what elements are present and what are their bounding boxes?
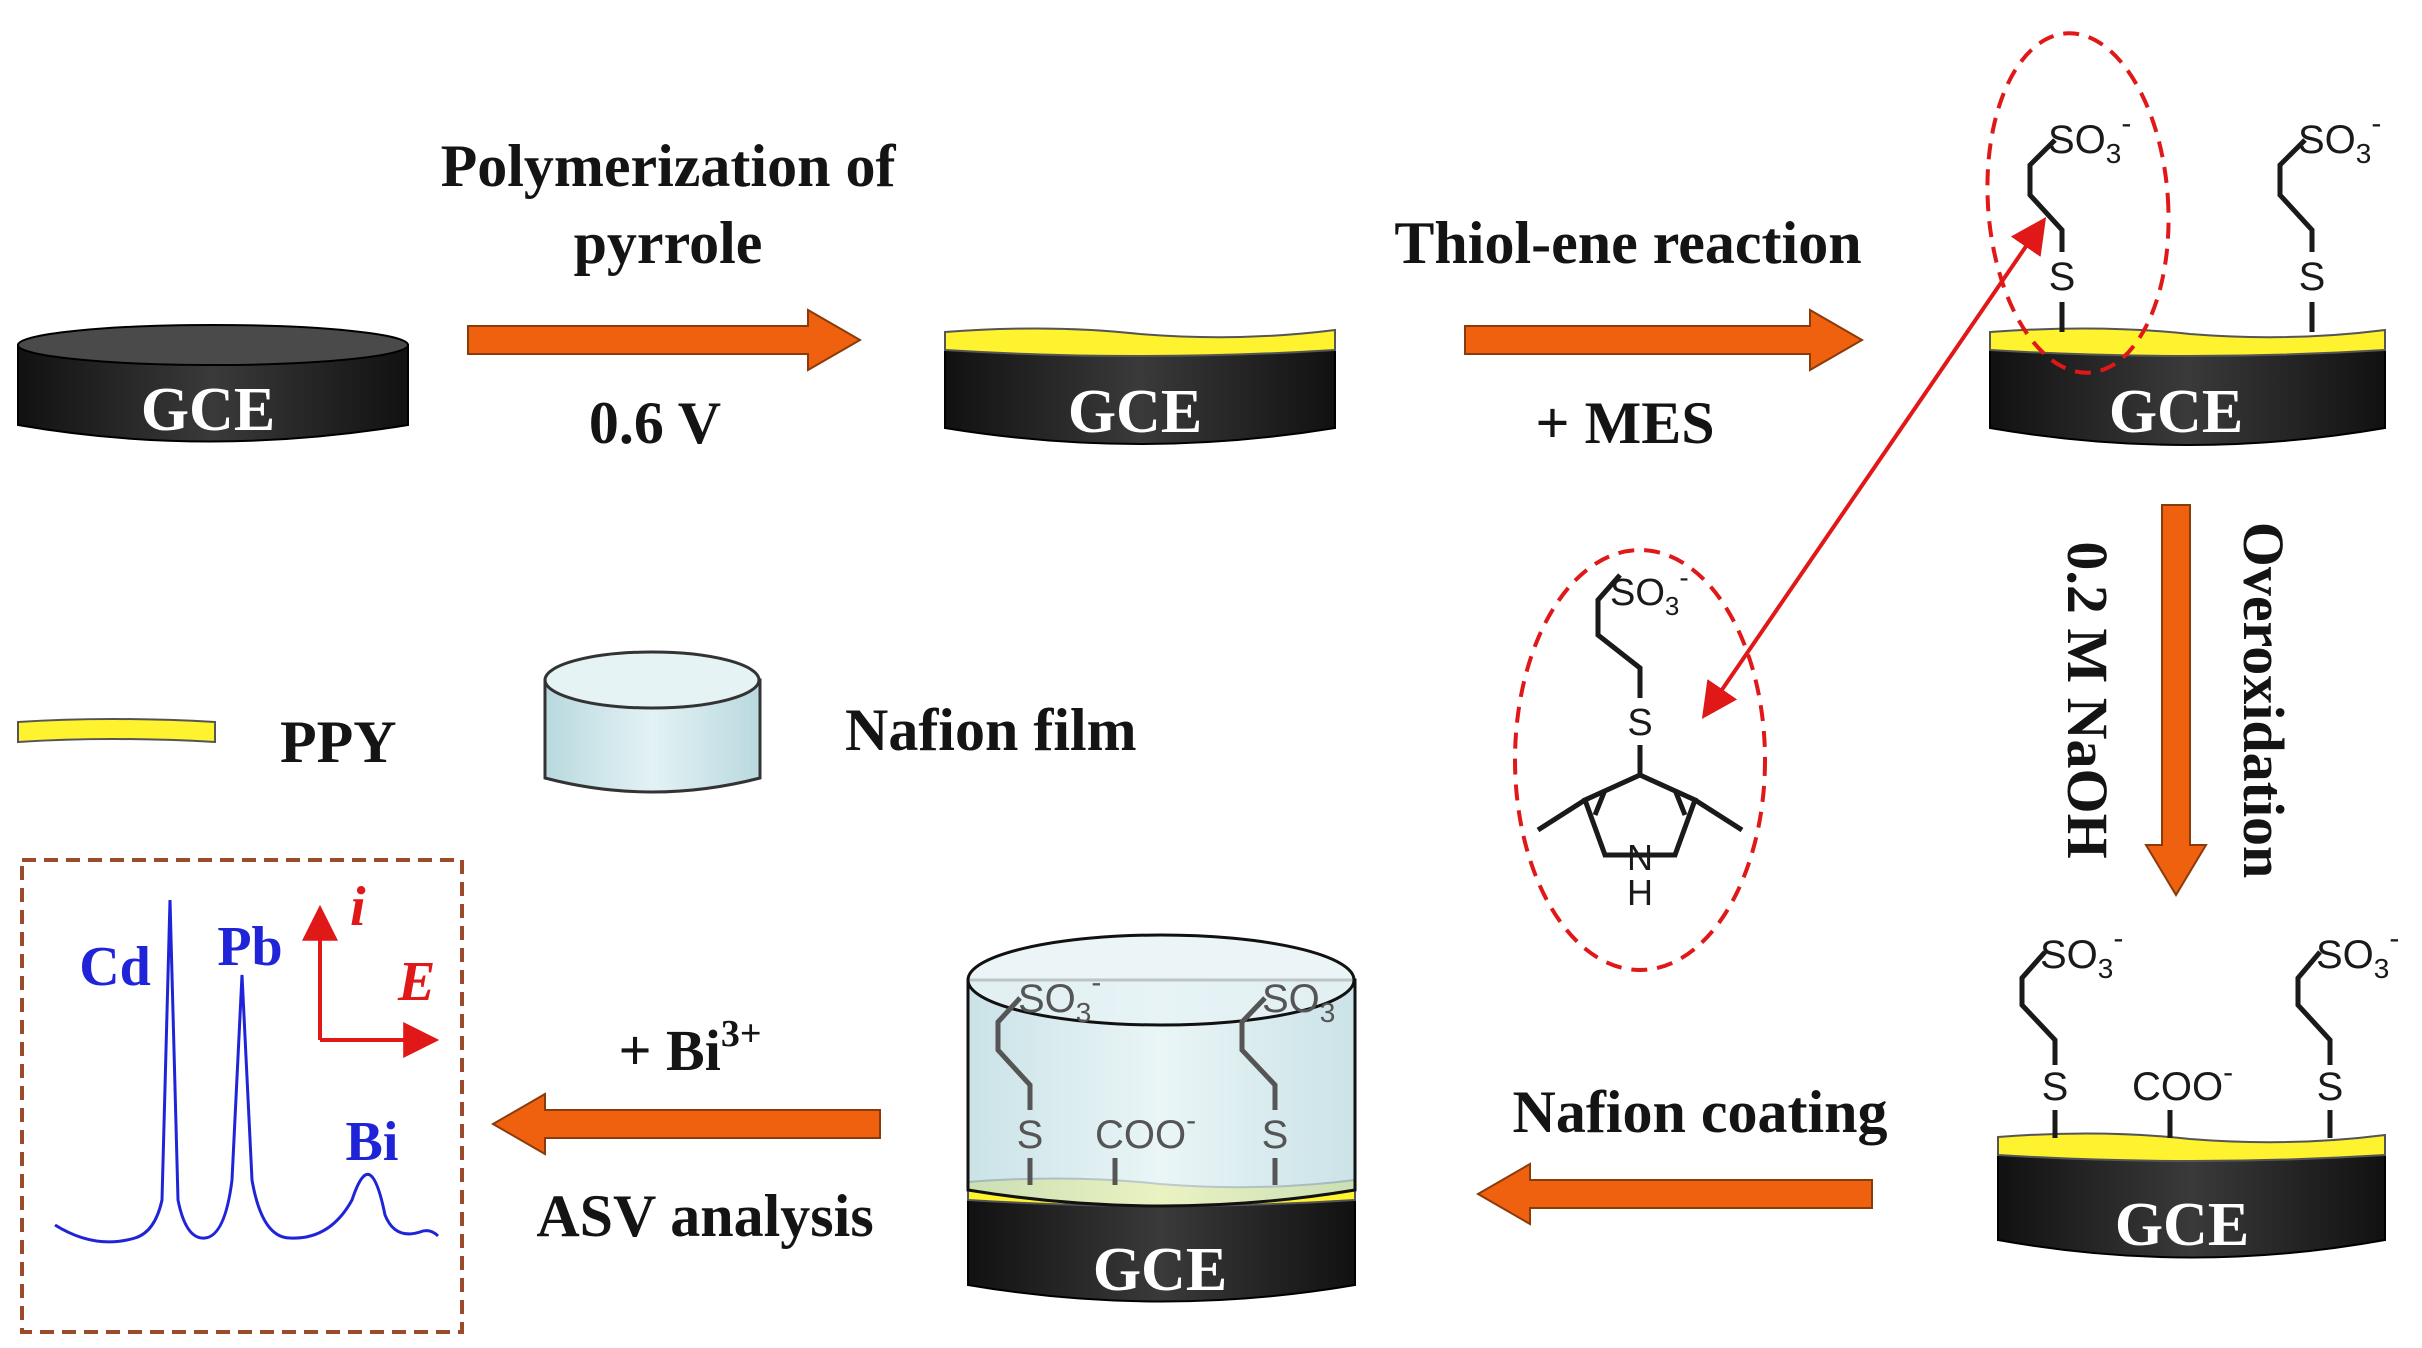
peak-label-bi: Bi xyxy=(346,1111,399,1173)
electrode-label: GCE xyxy=(1068,378,1202,446)
highlight-ellipse-top xyxy=(1985,31,2171,375)
coated-chains xyxy=(995,996,1278,1185)
arrow-thiol-ene xyxy=(1464,308,1865,372)
step-asv-reagent: + Bi3+ xyxy=(618,1013,761,1083)
sulfur-atom: S xyxy=(2317,1065,2344,1109)
axis-label-e: E xyxy=(397,951,435,1013)
step-thiol-ene-reagent: + MES xyxy=(1535,390,1714,456)
sulfonate-group: SO3- xyxy=(2316,922,2399,984)
arrow-nafion-coating xyxy=(1475,1162,1873,1226)
electrode-label: GCE xyxy=(2115,1191,2249,1259)
peak-label-pb: Pb xyxy=(217,916,282,978)
electrode-label: GCE xyxy=(1093,1236,1227,1304)
arrow-polymerization xyxy=(467,308,863,372)
sulfonate-group: SO3- xyxy=(2298,107,2381,169)
electrode-mes: GCE xyxy=(1989,327,2386,446)
step-nafion-coating-label: Nafion coating xyxy=(1513,1079,1888,1145)
axis-label-i: i xyxy=(350,876,366,938)
hydrogen-atom: H xyxy=(1627,872,1653,913)
sulfur-atom: S xyxy=(2049,255,2076,299)
mes-chain-left xyxy=(2027,138,2065,332)
legend-nafion-swatch xyxy=(543,650,762,794)
electrode-label: GCE xyxy=(141,376,275,444)
voltammogram-box xyxy=(20,858,464,1334)
sulfonate-group: SO3- xyxy=(1610,562,1689,621)
sulfonate-group: SO3- xyxy=(2048,107,2131,169)
step-thiol-ene-label: Thiol-ene reaction xyxy=(1394,210,1861,276)
sulfur-atom: S xyxy=(2299,255,2326,299)
electrode-label: GCE xyxy=(2109,378,2243,446)
sulfur-atom: S xyxy=(1627,702,1652,744)
electrode-ppy: GCE xyxy=(944,327,1336,446)
arrow-overoxidation xyxy=(2144,504,2208,897)
step-asv-label: ASV analysis xyxy=(536,1183,873,1249)
step-polymerization-potential: 0.6 V xyxy=(589,390,721,456)
arrow-asv xyxy=(490,1092,881,1156)
carboxylate-group: COO- xyxy=(2132,1056,2233,1109)
legend-nafion-label: Nafion film xyxy=(845,697,1137,763)
mes-pyrrole-molecule xyxy=(1536,573,1744,858)
carboxylate-group: COO- xyxy=(1095,1104,1196,1157)
voltammogram-trace xyxy=(54,899,440,1244)
electrode-bare: GCE xyxy=(17,324,409,444)
step-polymerization-line2: pyrrole xyxy=(574,210,763,276)
highlight-ellipse-molecule xyxy=(1513,548,1767,972)
step-overoxidation-condition: 0.2 M NaOH xyxy=(2055,541,2120,858)
overoxidized-chains xyxy=(2019,950,2333,1138)
zoom-link-arrow xyxy=(1701,217,2047,719)
sulfur-atom: S xyxy=(2042,1065,2069,1109)
peak-label-cd: Cd xyxy=(79,936,151,998)
nafion-film xyxy=(966,978,1357,1208)
axis-arrows xyxy=(302,904,440,1058)
legend-ppy-swatch xyxy=(17,718,216,744)
mes-chain-right xyxy=(2277,138,2315,332)
legend-ppy-label: PPY xyxy=(280,709,397,775)
electrode-nafion-coated: GCE xyxy=(966,933,1357,1304)
electrode-overoxidized: GCE xyxy=(1997,1132,2386,1259)
step-polymerization-line1: Polymerization of xyxy=(441,133,897,199)
sulfonate-group: SO3- xyxy=(1018,966,1101,1028)
nitrogen-atom: N xyxy=(1627,837,1653,878)
sulfonate-group: SO3 xyxy=(1262,977,1335,1028)
sulfur-atom: S xyxy=(1262,1113,1289,1157)
sulfonate-group: SO3- xyxy=(2040,922,2123,984)
step-overoxidation-label: Overoxidation xyxy=(2231,522,2296,879)
sulfur-atom: S xyxy=(1017,1113,1044,1157)
